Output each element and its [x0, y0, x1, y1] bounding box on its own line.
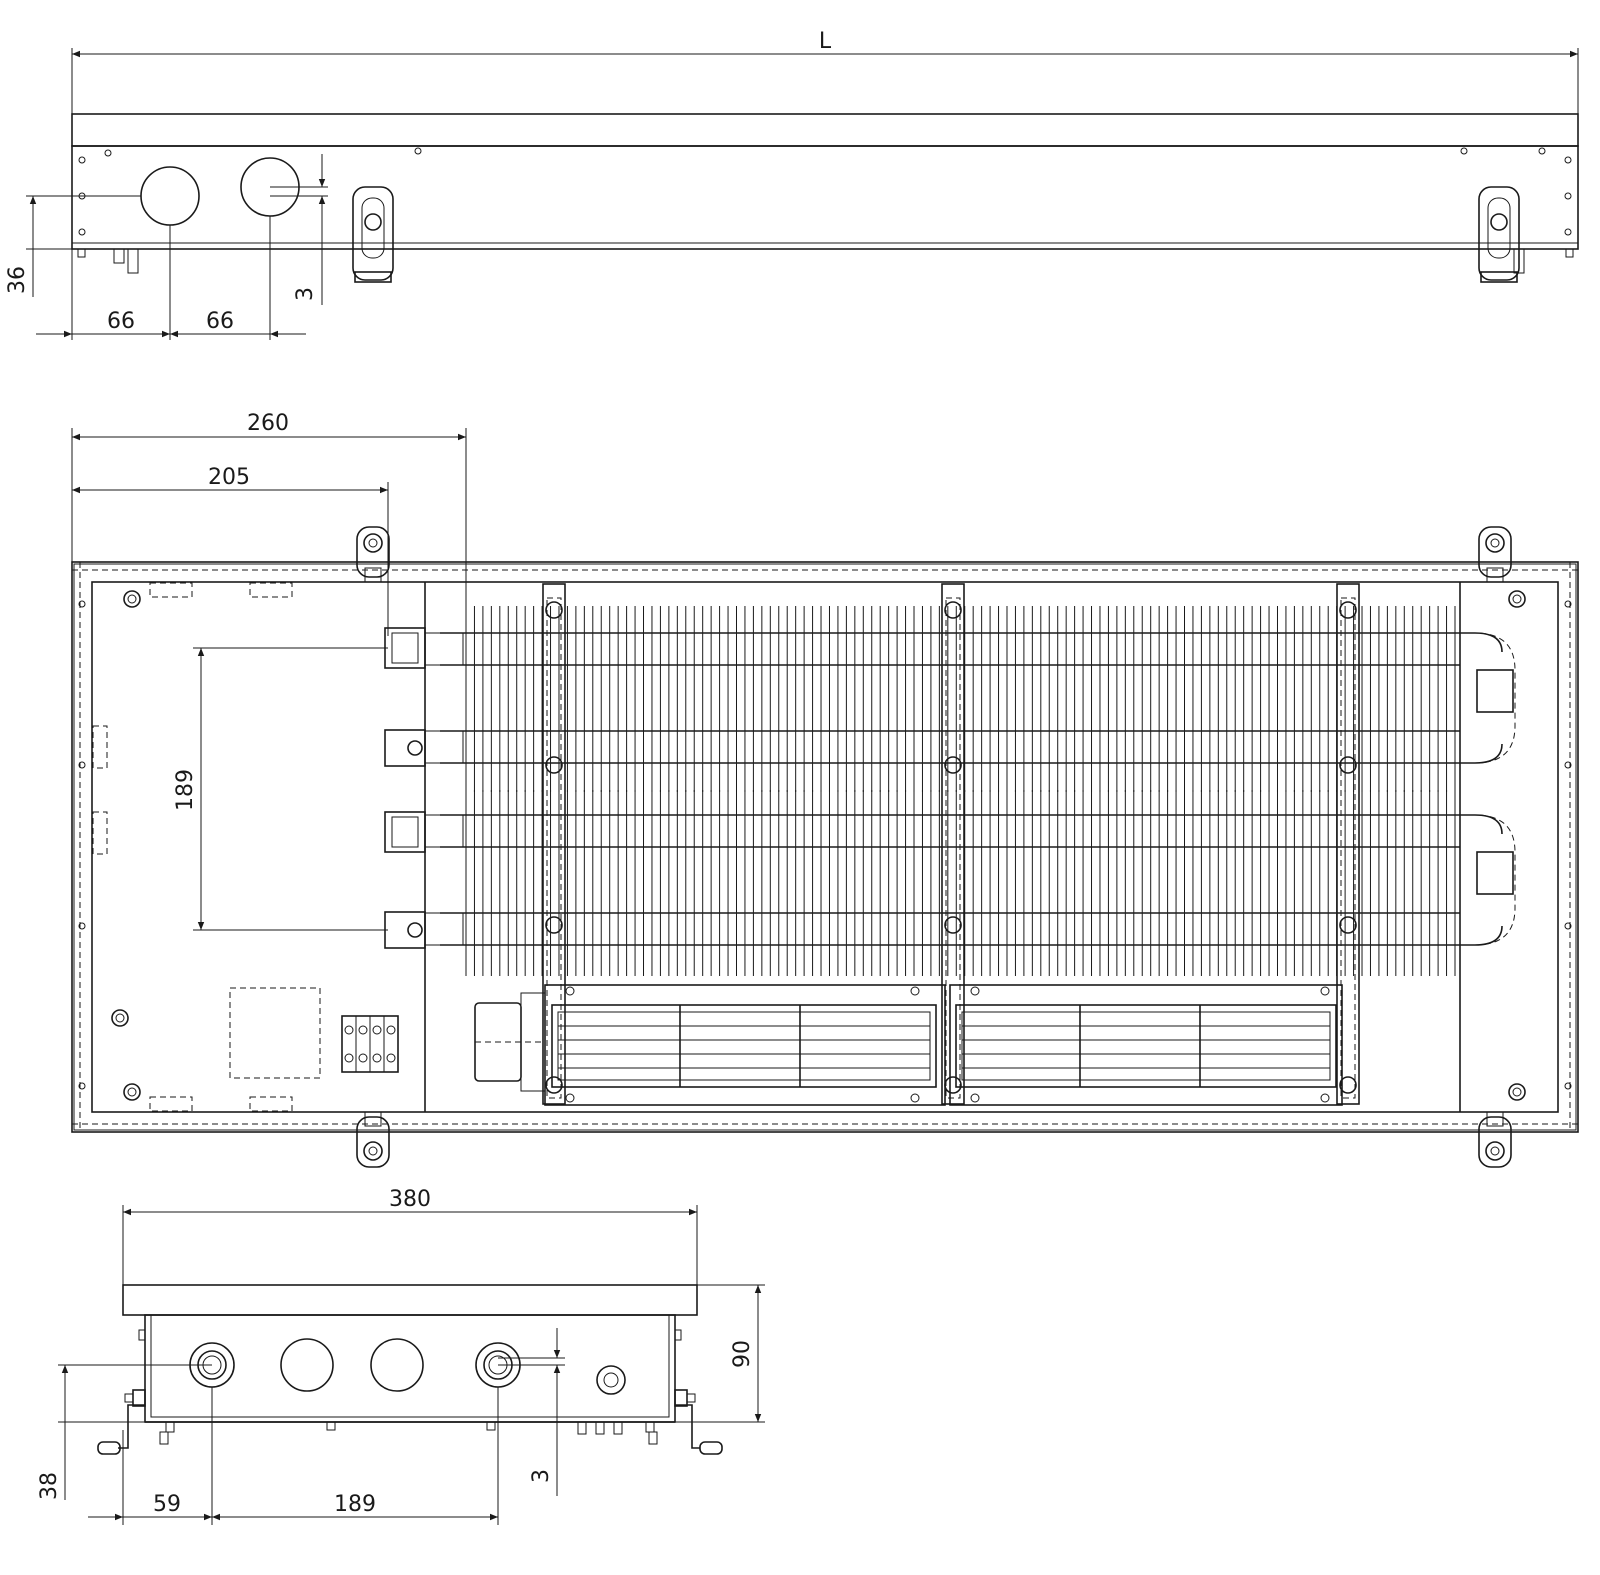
- section-opening-2: [280, 1338, 334, 1392]
- plan-bracket-bottom-right: [1478, 1111, 1512, 1168]
- dim-36-label: 36: [5, 266, 30, 294]
- foot: [77, 248, 86, 258]
- dim-3-section-label: 3: [529, 1469, 554, 1483]
- plan-outer-frame: [71, 561, 1579, 1133]
- heat-exchanger-pipes: [440, 632, 1460, 946]
- fan-unit-left: [544, 984, 946, 1106]
- dim-38-label: 38: [37, 1472, 62, 1500]
- fan-unit-right: [949, 984, 1343, 1106]
- housing-screws: [78, 147, 1572, 236]
- plan-bracket-bottom-left: [356, 1111, 390, 1168]
- foot: [113, 248, 125, 264]
- dim-189-section-label: 189: [334, 1492, 376, 1517]
- plan-inner-edge: [73, 563, 1577, 1131]
- frame-screws: [78, 590, 1572, 1101]
- junction-box: [229, 987, 321, 1079]
- section-bolts: [97, 1329, 723, 1455]
- mount-bracket-left: [352, 186, 394, 283]
- fan-motor: [474, 992, 546, 1092]
- dim-380-label: 380: [389, 1187, 431, 1212]
- support-bars: [542, 583, 1360, 1105]
- front-view: L: [5, 29, 1579, 340]
- foot: [1565, 248, 1574, 258]
- plan-inner-frame: [91, 581, 1559, 1113]
- section-cable-gland: [596, 1365, 626, 1395]
- section-opening-3: [370, 1338, 424, 1392]
- dim-59-label: 59: [153, 1492, 181, 1517]
- l-dimension-label: L: [819, 29, 832, 54]
- side-section-view: 380: [37, 1187, 765, 1525]
- dim-189-plan-label: 189: [173, 769, 198, 811]
- section-tray: [144, 1314, 676, 1423]
- dim-66-label-a: 66: [107, 309, 135, 334]
- housing-body: [71, 145, 1579, 250]
- dim-3-label: 3: [293, 287, 318, 301]
- dim-205-label: 205: [208, 465, 250, 490]
- plan-bracket-top-right: [1478, 526, 1512, 583]
- dim-260-label: 260: [247, 411, 289, 436]
- section-grille: [122, 1284, 698, 1316]
- terminal-block: [341, 1015, 399, 1073]
- dim-66-label-b: 66: [206, 309, 234, 334]
- return-bends: [1460, 632, 1516, 946]
- pipe-fittings: [384, 627, 464, 949]
- grille-strip: [71, 113, 1579, 147]
- plan-view: 260 205: [71, 411, 1579, 1168]
- plan-bracket-top-left: [356, 526, 390, 583]
- pipe-opening-1: [140, 166, 200, 226]
- foot: [127, 248, 139, 274]
- mount-bracket-right: [1478, 186, 1520, 283]
- dim-90-label: 90: [730, 1340, 755, 1368]
- side-clips: [92, 582, 293, 1112]
